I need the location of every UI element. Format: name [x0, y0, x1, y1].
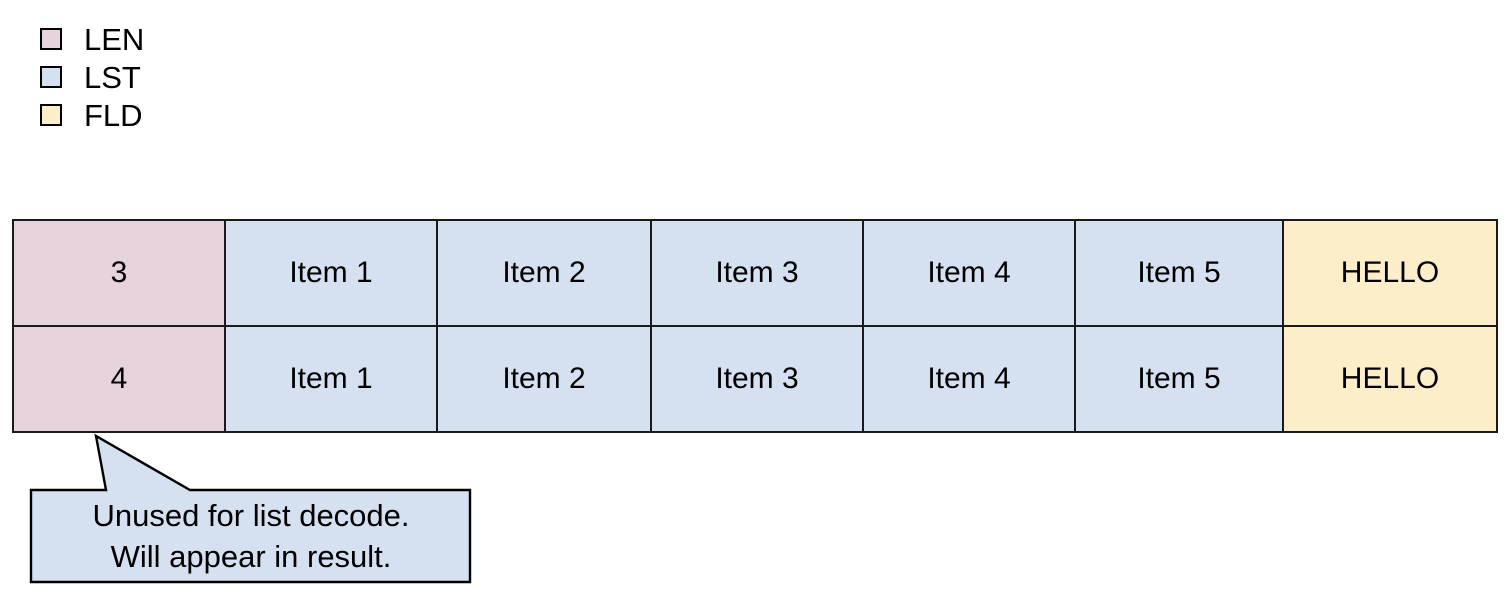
cell-lst-item-1: Item 1 [224, 325, 438, 433]
cell-fld-value: HELLO [1282, 219, 1498, 327]
cell-lst-item-5: Item 5 [1074, 325, 1284, 433]
cell-lst-item-4: Item 4 [862, 219, 1076, 327]
color-swatch-icon-len [40, 28, 62, 50]
cell-lst-item-4: Item 4 [862, 325, 1076, 433]
structure-table: 3 Item 1 Item 2 Item 3 Item 4 Item 5 HEL… [12, 219, 1498, 433]
cell-lst-item-3: Item 3 [650, 325, 864, 433]
cell-len-length: 3 [12, 219, 226, 327]
legend-item-fld: FLD [40, 96, 144, 134]
cell-lst-item-3: Item 3 [650, 219, 864, 327]
table-row: 4 Item 1 Item 2 Item 3 Item 4 Item 5 HEL… [12, 325, 1498, 433]
legend: LEN LST FLD [40, 20, 144, 134]
color-swatch-icon-fld [40, 104, 62, 126]
color-swatch-icon-lst [40, 66, 62, 88]
cell-lst-item-2: Item 2 [436, 325, 652, 433]
cell-lst-item-2: Item 2 [436, 219, 652, 327]
callout-annotation: Unused for list decode. Will appear in r… [0, 428, 500, 593]
callout-balloon-shape [29, 433, 472, 584]
legend-item-len: LEN [40, 20, 144, 58]
legend-label-lst: LST [84, 59, 141, 95]
cell-lst-item-1: Item 1 [224, 219, 438, 327]
legend-label-len: LEN [84, 21, 145, 57]
cell-len-length: 4 [12, 325, 226, 433]
legend-label-fld: FLD [84, 97, 143, 133]
cell-lst-item-5: Item 5 [1074, 219, 1284, 327]
cell-fld-value: HELLO [1282, 325, 1498, 433]
table-row: 3 Item 1 Item 2 Item 3 Item 4 Item 5 HEL… [12, 219, 1498, 327]
callout-path [29, 433, 472, 584]
legend-item-lst: LST [40, 58, 144, 96]
